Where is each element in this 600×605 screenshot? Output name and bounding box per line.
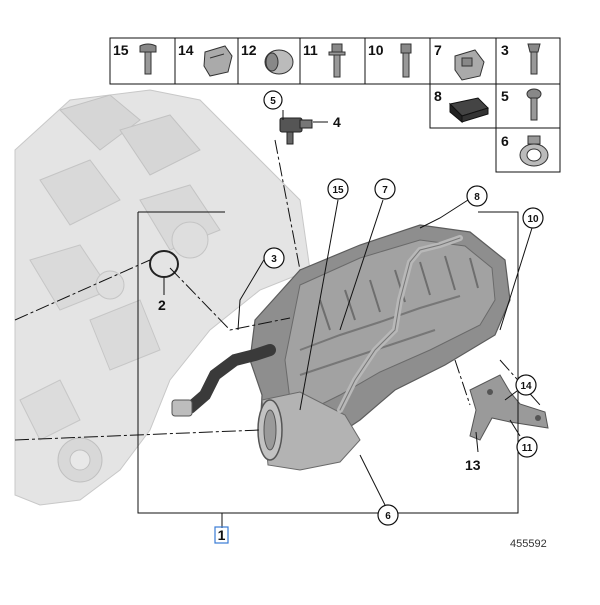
svg-text:10: 10	[527, 214, 539, 225]
clamp-icon	[519, 135, 549, 167]
support-bracket	[469, 374, 549, 441]
part-number: 7	[434, 42, 442, 58]
svg-text:3: 3	[271, 254, 277, 265]
screw-icon	[527, 43, 541, 75]
parts-cell-10[interactable]: 6	[501, 133, 549, 167]
parts-cell-4[interactable]: 11	[303, 42, 346, 78]
parts-cell-1[interactable]: 15	[113, 42, 157, 75]
part-number: 12	[241, 42, 257, 58]
svg-text:14: 14	[520, 381, 532, 392]
parts-cell-9[interactable]: 5	[501, 88, 542, 121]
svg-text:4: 4	[333, 114, 341, 130]
callout-15[interactable]: 15	[327, 178, 349, 200]
part-number: 8	[434, 88, 442, 104]
screw-icon	[526, 88, 542, 121]
parts-cell-7[interactable]: 3	[501, 42, 541, 75]
callout-5[interactable]: 5	[263, 90, 283, 110]
svg-text:13: 13	[465, 457, 481, 473]
callout-6[interactable]: 6	[377, 504, 399, 526]
hose-fitting	[171, 399, 193, 417]
svg-text:11: 11	[522, 443, 533, 454]
callout-7[interactable]: 7	[374, 178, 396, 200]
parts-cell-6[interactable]: 7	[434, 42, 485, 81]
parts-cell-2[interactable]: 14	[178, 42, 233, 77]
callout-8[interactable]: 8	[466, 185, 488, 207]
bushing-icon	[264, 49, 294, 75]
callout-4[interactable]: 4	[333, 114, 341, 130]
svg-text:15: 15	[332, 185, 344, 196]
part-number: 10	[368, 42, 384, 58]
callout-14[interactable]: 14	[515, 374, 537, 396]
bolt-icon	[139, 43, 157, 75]
clip-nut-icon	[454, 49, 485, 81]
diagram-id: 455592	[510, 538, 547, 550]
clip-nut-icon	[203, 45, 233, 77]
part-number: 3	[501, 42, 509, 58]
flange-bolt-icon	[328, 43, 346, 78]
svg-text:1: 1	[218, 527, 226, 543]
bolt-icon	[400, 43, 412, 78]
svg-text:7: 7	[382, 185, 388, 196]
part-number: 11	[303, 42, 318, 58]
svg-text:8: 8	[474, 192, 480, 203]
part-number: 5	[501, 88, 509, 104]
part-number: 14	[178, 42, 194, 58]
parts-cell-3[interactable]: 12	[241, 42, 294, 75]
svg-text:6: 6	[385, 511, 391, 522]
vacuum-hose	[184, 344, 276, 414]
rubber-pad-icon	[448, 97, 489, 124]
intake-manifold	[249, 224, 511, 471]
parts-cell-5[interactable]: 10	[368, 42, 412, 78]
callout-3[interactable]: 3	[263, 247, 285, 269]
svg-text:2: 2	[158, 297, 166, 313]
pressure-sensor	[279, 117, 313, 145]
part-number: 15	[113, 42, 129, 58]
callout-2[interactable]: 2	[158, 297, 166, 313]
callout-11[interactable]: 11	[516, 436, 538, 458]
engine-block	[14, 89, 311, 506]
o-ring	[149, 250, 179, 278]
parts-cell-8[interactable]: 8	[434, 88, 489, 124]
svg-text:5: 5	[270, 96, 276, 107]
callout-1[interactable]: 1	[214, 526, 229, 544]
part-number: 6	[501, 133, 509, 149]
leader-lines	[14, 110, 541, 528]
callout-13[interactable]: 13	[465, 457, 481, 473]
callout-10[interactable]: 10	[522, 207, 544, 229]
